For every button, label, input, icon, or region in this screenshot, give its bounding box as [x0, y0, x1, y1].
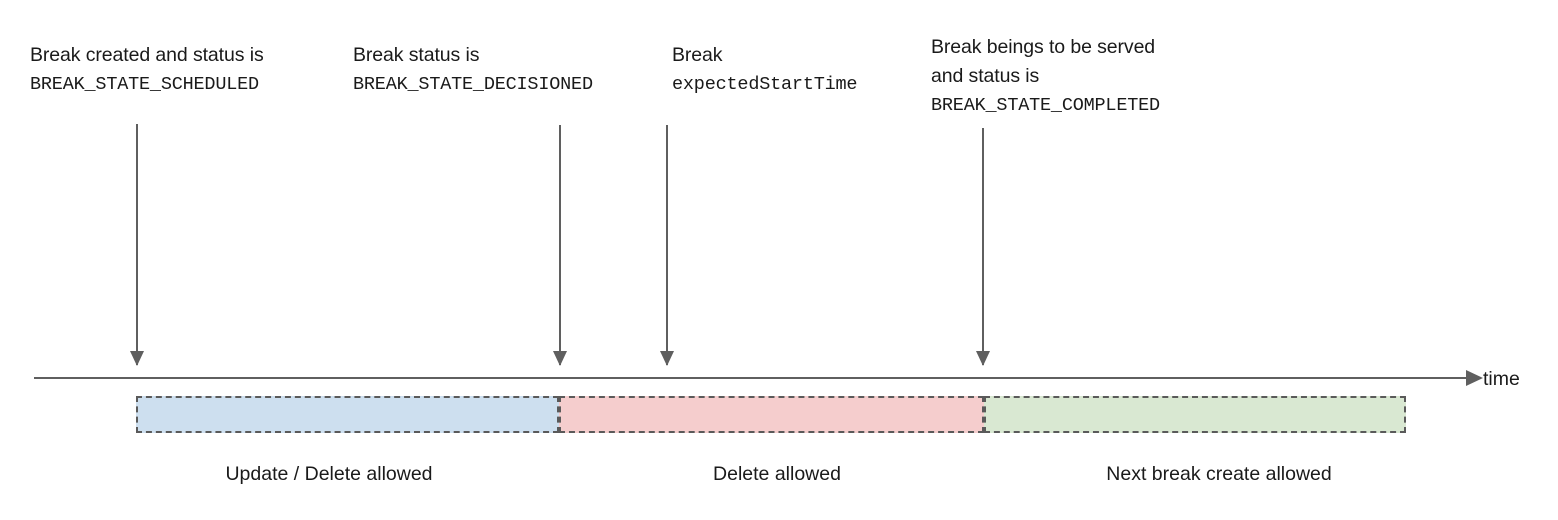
event-label-completed-line2: and status is	[931, 65, 1040, 87]
pointer-shaft	[982, 128, 984, 365]
arrow-down-icon	[660, 351, 674, 366]
phase-bar-next-break	[984, 396, 1406, 433]
phase-bar-delete-only	[559, 396, 984, 433]
event-label-decisioned-line2: BREAK_STATE_DECISIONED	[353, 74, 593, 95]
event-label-expected-start: Break expectedStartTime	[672, 41, 858, 99]
pointer-shaft	[559, 125, 561, 365]
event-label-expected-start-line1: Break	[672, 44, 723, 66]
arrow-down-icon	[553, 351, 567, 366]
event-pointer-created	[130, 124, 144, 366]
event-label-expected-start-line2: expectedStartTime	[672, 74, 858, 95]
phase-caption-next-break: Next break create allowed	[1106, 463, 1332, 485]
event-label-decisioned-line1: Break status is	[353, 44, 480, 66]
pointer-shaft	[666, 125, 668, 365]
event-pointer-decisioned	[553, 125, 567, 366]
pointer-shaft	[136, 124, 138, 365]
arrow-down-icon	[976, 351, 990, 366]
arrow-right-icon	[1466, 370, 1483, 386]
event-label-decisioned: Break status is BREAK_STATE_DECISIONED	[353, 41, 593, 99]
arrow-down-icon	[130, 351, 144, 366]
event-label-created: Break created and status is BREAK_STATE_…	[30, 41, 264, 99]
phase-caption-delete-only: Delete allowed	[713, 463, 841, 485]
time-axis-line	[34, 377, 1468, 379]
event-label-created-line2: BREAK_STATE_SCHEDULED	[30, 74, 259, 95]
event-pointer-expected-start	[660, 125, 674, 366]
event-pointer-completed	[976, 128, 990, 366]
phase-bar-update-delete	[136, 396, 559, 433]
phase-caption-update-delete: Update / Delete allowed	[225, 463, 433, 485]
time-axis-label: time	[1483, 368, 1520, 390]
event-label-completed-line3: BREAK_STATE_COMPLETED	[931, 95, 1160, 116]
event-label-completed-line1: Break beings to be served	[931, 36, 1156, 58]
event-label-completed: Break beings to be served and status is …	[931, 33, 1160, 120]
event-label-created-line1: Break created and status is	[30, 44, 264, 66]
